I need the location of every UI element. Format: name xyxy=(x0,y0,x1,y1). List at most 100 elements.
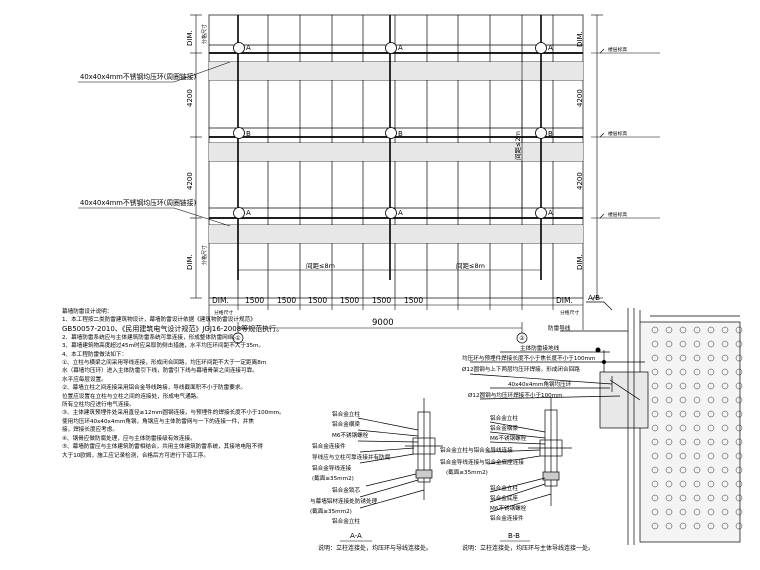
insulation-pattern xyxy=(693,368,701,376)
insulation-pattern xyxy=(665,326,673,334)
note-line: GB50057-2010、《民用建筑电气设计规范》JGJ16-2008等规范执行… xyxy=(62,324,284,333)
aa-callout-5: 铝合金导线连接 xyxy=(312,464,352,472)
insulation-pattern xyxy=(665,508,673,516)
insulation-pattern xyxy=(707,396,715,404)
section-mark-circle xyxy=(385,42,397,54)
insulation-pattern xyxy=(665,466,673,474)
node-callout-1: 主体防雷接地线 xyxy=(520,344,560,352)
insulation-pattern xyxy=(679,382,687,390)
level-label-3: 楼层标高 xyxy=(608,211,627,218)
aa-callout-4: 导线应与立柱可靠连接并有防腐 xyxy=(312,453,391,461)
insulation-pattern xyxy=(651,354,659,362)
side-note-left-bottom: 分格尺寸 xyxy=(201,245,208,265)
insulation-pattern xyxy=(707,522,715,530)
col-dim-1: 1500 xyxy=(245,296,264,305)
bb-callout-1: 铝合金横梁 xyxy=(490,424,518,432)
insulation-pattern xyxy=(651,410,659,418)
insulation-pattern xyxy=(707,382,715,390)
insulation-pattern xyxy=(693,466,701,474)
section-mark-circle xyxy=(233,42,245,54)
section-mark-label: B xyxy=(548,130,553,138)
insulation-pattern xyxy=(735,382,743,390)
node-mark-line xyxy=(603,301,613,311)
note-line: 2、幕墙防雷系统应与主体建筑防雷系统可靠连接，形成整体防雷网络。 xyxy=(62,334,239,341)
section-aa-title: A-A xyxy=(350,532,362,540)
node-callout-5: Ø12圆钢与均压环焊接不小于100mm xyxy=(468,391,563,399)
wall-hatch xyxy=(651,326,743,530)
section-aa-detail xyxy=(357,398,443,509)
insulation-pattern xyxy=(735,354,743,362)
insulation-pattern xyxy=(721,424,729,432)
design-notes: 幕墙防雷设计说明： 1、本工程按二类防雷建筑物设计，幕墙防雷设计依据《建筑物防雷… xyxy=(62,308,362,460)
insulation-pattern xyxy=(721,396,729,404)
insulation-pattern xyxy=(651,466,659,474)
insulation-pattern xyxy=(665,396,673,404)
insulation-pattern xyxy=(707,354,715,362)
col-dim-7: DIM. xyxy=(556,296,573,305)
insulation-pattern xyxy=(735,340,743,348)
insulation-pattern xyxy=(735,452,743,460)
notes-title: 幕墙防雷设计说明： xyxy=(62,309,113,315)
bb-callout-2: M6不锈钢螺栓 xyxy=(490,434,527,442)
insulation-pattern xyxy=(679,522,687,530)
aa-callout-11: 铝合金立柱 xyxy=(332,517,360,525)
section-mark-label: A xyxy=(246,44,251,52)
insulation-pattern xyxy=(665,494,673,502)
slab-section xyxy=(599,371,649,429)
insulation-pattern xyxy=(707,480,715,488)
insulation-pattern xyxy=(693,522,701,530)
axis-markers xyxy=(232,332,528,344)
note-line: 4、本工程防雷做法如下： xyxy=(62,351,128,358)
insulation-pattern xyxy=(679,452,687,460)
aa-callout-10: (截面≥35mm2) xyxy=(310,507,352,515)
note-line: 所有立柱均应进行电气连接。 xyxy=(62,402,135,409)
weld-point xyxy=(602,360,606,364)
insulation-pattern xyxy=(679,410,687,418)
insulation-pattern xyxy=(665,368,673,376)
node-detail xyxy=(469,301,743,545)
node-callout-4: 40x40x4mm角钢均压环 xyxy=(508,380,572,388)
insulation-pattern xyxy=(665,410,673,418)
left-dimension-chain xyxy=(190,14,202,299)
insulation-pattern xyxy=(665,382,673,390)
insulation-pattern xyxy=(679,466,687,474)
bb-callout-9: 铝合金连接件 xyxy=(490,514,524,522)
insulation-pattern xyxy=(651,522,659,530)
insulation-pattern xyxy=(651,340,659,348)
dim-right-top: DIM. xyxy=(576,31,584,47)
insulation-pattern xyxy=(651,480,659,488)
insulation-pattern xyxy=(721,480,729,488)
rail-label-lower: 40x40x4mm不锈钢均压环(周圈链接) xyxy=(80,198,197,207)
insulation-pattern xyxy=(707,452,715,460)
section-mark-circle xyxy=(535,127,547,139)
section-mark-label: A xyxy=(548,44,553,52)
bb-callout-5: (截面≥35mm2) xyxy=(446,468,488,476)
note-line: ④、钢骨应做防腐处理，应与主体防雷接级有效连接。 xyxy=(62,435,196,442)
axis-mark-2: ② xyxy=(519,335,525,342)
insulation-pattern xyxy=(665,354,673,362)
insulation-pattern xyxy=(721,452,729,460)
section-mark-label: A xyxy=(398,44,403,52)
node-callout-3: Ø12圆钢与上下两层均压环焊接，形成闭合回路 xyxy=(462,365,580,373)
insulation-pattern xyxy=(651,396,659,404)
rail-band-1 xyxy=(209,62,583,80)
insulation-pattern xyxy=(693,354,701,362)
node-mark: A/B xyxy=(588,294,600,302)
rail-band-2 xyxy=(209,143,583,161)
bottom-dimension-chain xyxy=(208,298,584,334)
dim-bottom: DIM. xyxy=(186,254,194,270)
col-dim-0: DIM. xyxy=(212,296,229,305)
insulation-pattern xyxy=(679,340,687,348)
insulation-pattern xyxy=(721,522,729,530)
insulation-pattern xyxy=(707,326,715,334)
section-mark-label: B xyxy=(398,130,403,138)
insulation-pattern xyxy=(707,508,715,516)
note-line: 3、幕墙建筑物高度超过45m时应采取防侧击措施，水平均压环间距不大于35m。 xyxy=(62,343,265,350)
level-label-2: 楼层标高 xyxy=(608,130,627,137)
insulation-pattern xyxy=(665,340,673,348)
weld-point xyxy=(595,347,601,353)
section-aa-caption: 说明：立柱连接处，均压环与导线连接处。 xyxy=(318,544,432,552)
insulation-pattern xyxy=(735,368,743,376)
insulation-pattern xyxy=(735,410,743,418)
